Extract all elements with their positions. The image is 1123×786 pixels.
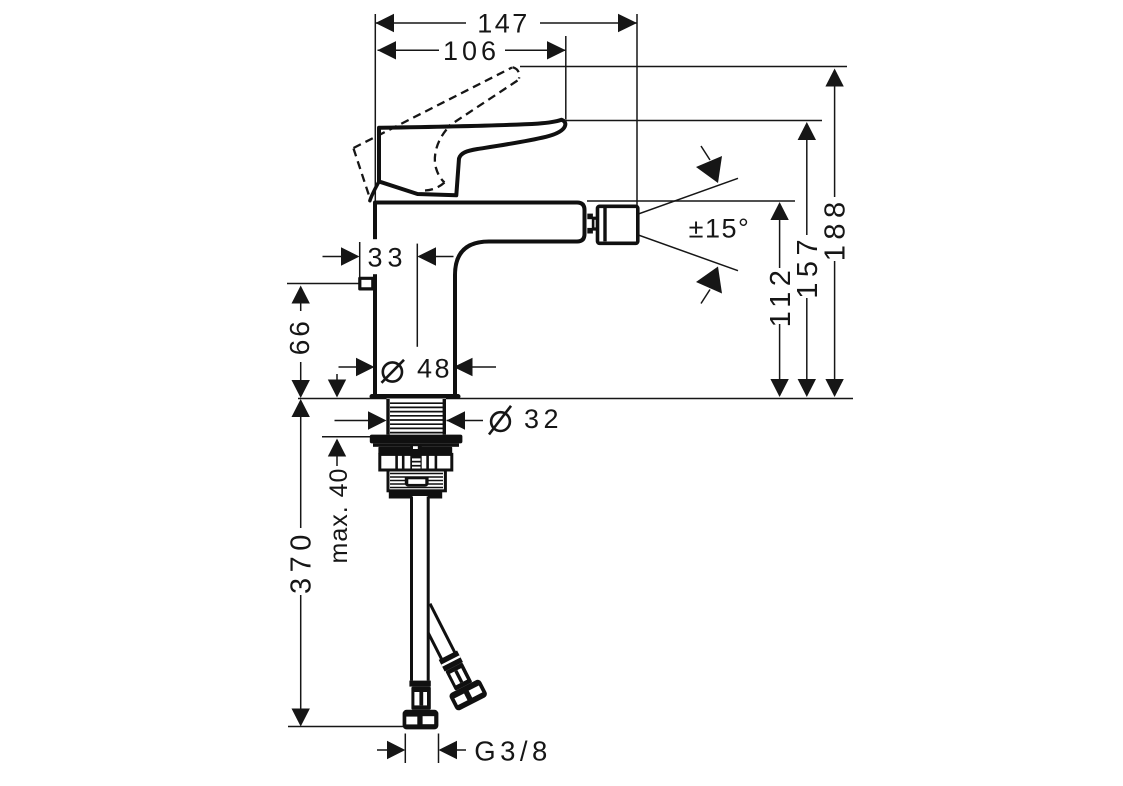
svg-text:112: 112 <box>765 265 797 328</box>
svg-text:147: 147 <box>477 8 530 38</box>
svg-text:106: 106 <box>443 36 500 66</box>
svg-text:32: 32 <box>524 404 563 434</box>
svg-text:G3/8: G3/8 <box>474 736 552 767</box>
svg-text:±15°: ±15° <box>689 213 751 243</box>
svg-text:33: 33 <box>367 242 407 272</box>
svg-text:max. 40: max. 40 <box>325 468 353 564</box>
svg-text:188: 188 <box>820 196 852 261</box>
svg-text:157: 157 <box>792 234 824 299</box>
svg-text:48: 48 <box>417 354 452 384</box>
svg-text:370: 370 <box>285 529 317 594</box>
svg-text:66: 66 <box>284 318 315 355</box>
